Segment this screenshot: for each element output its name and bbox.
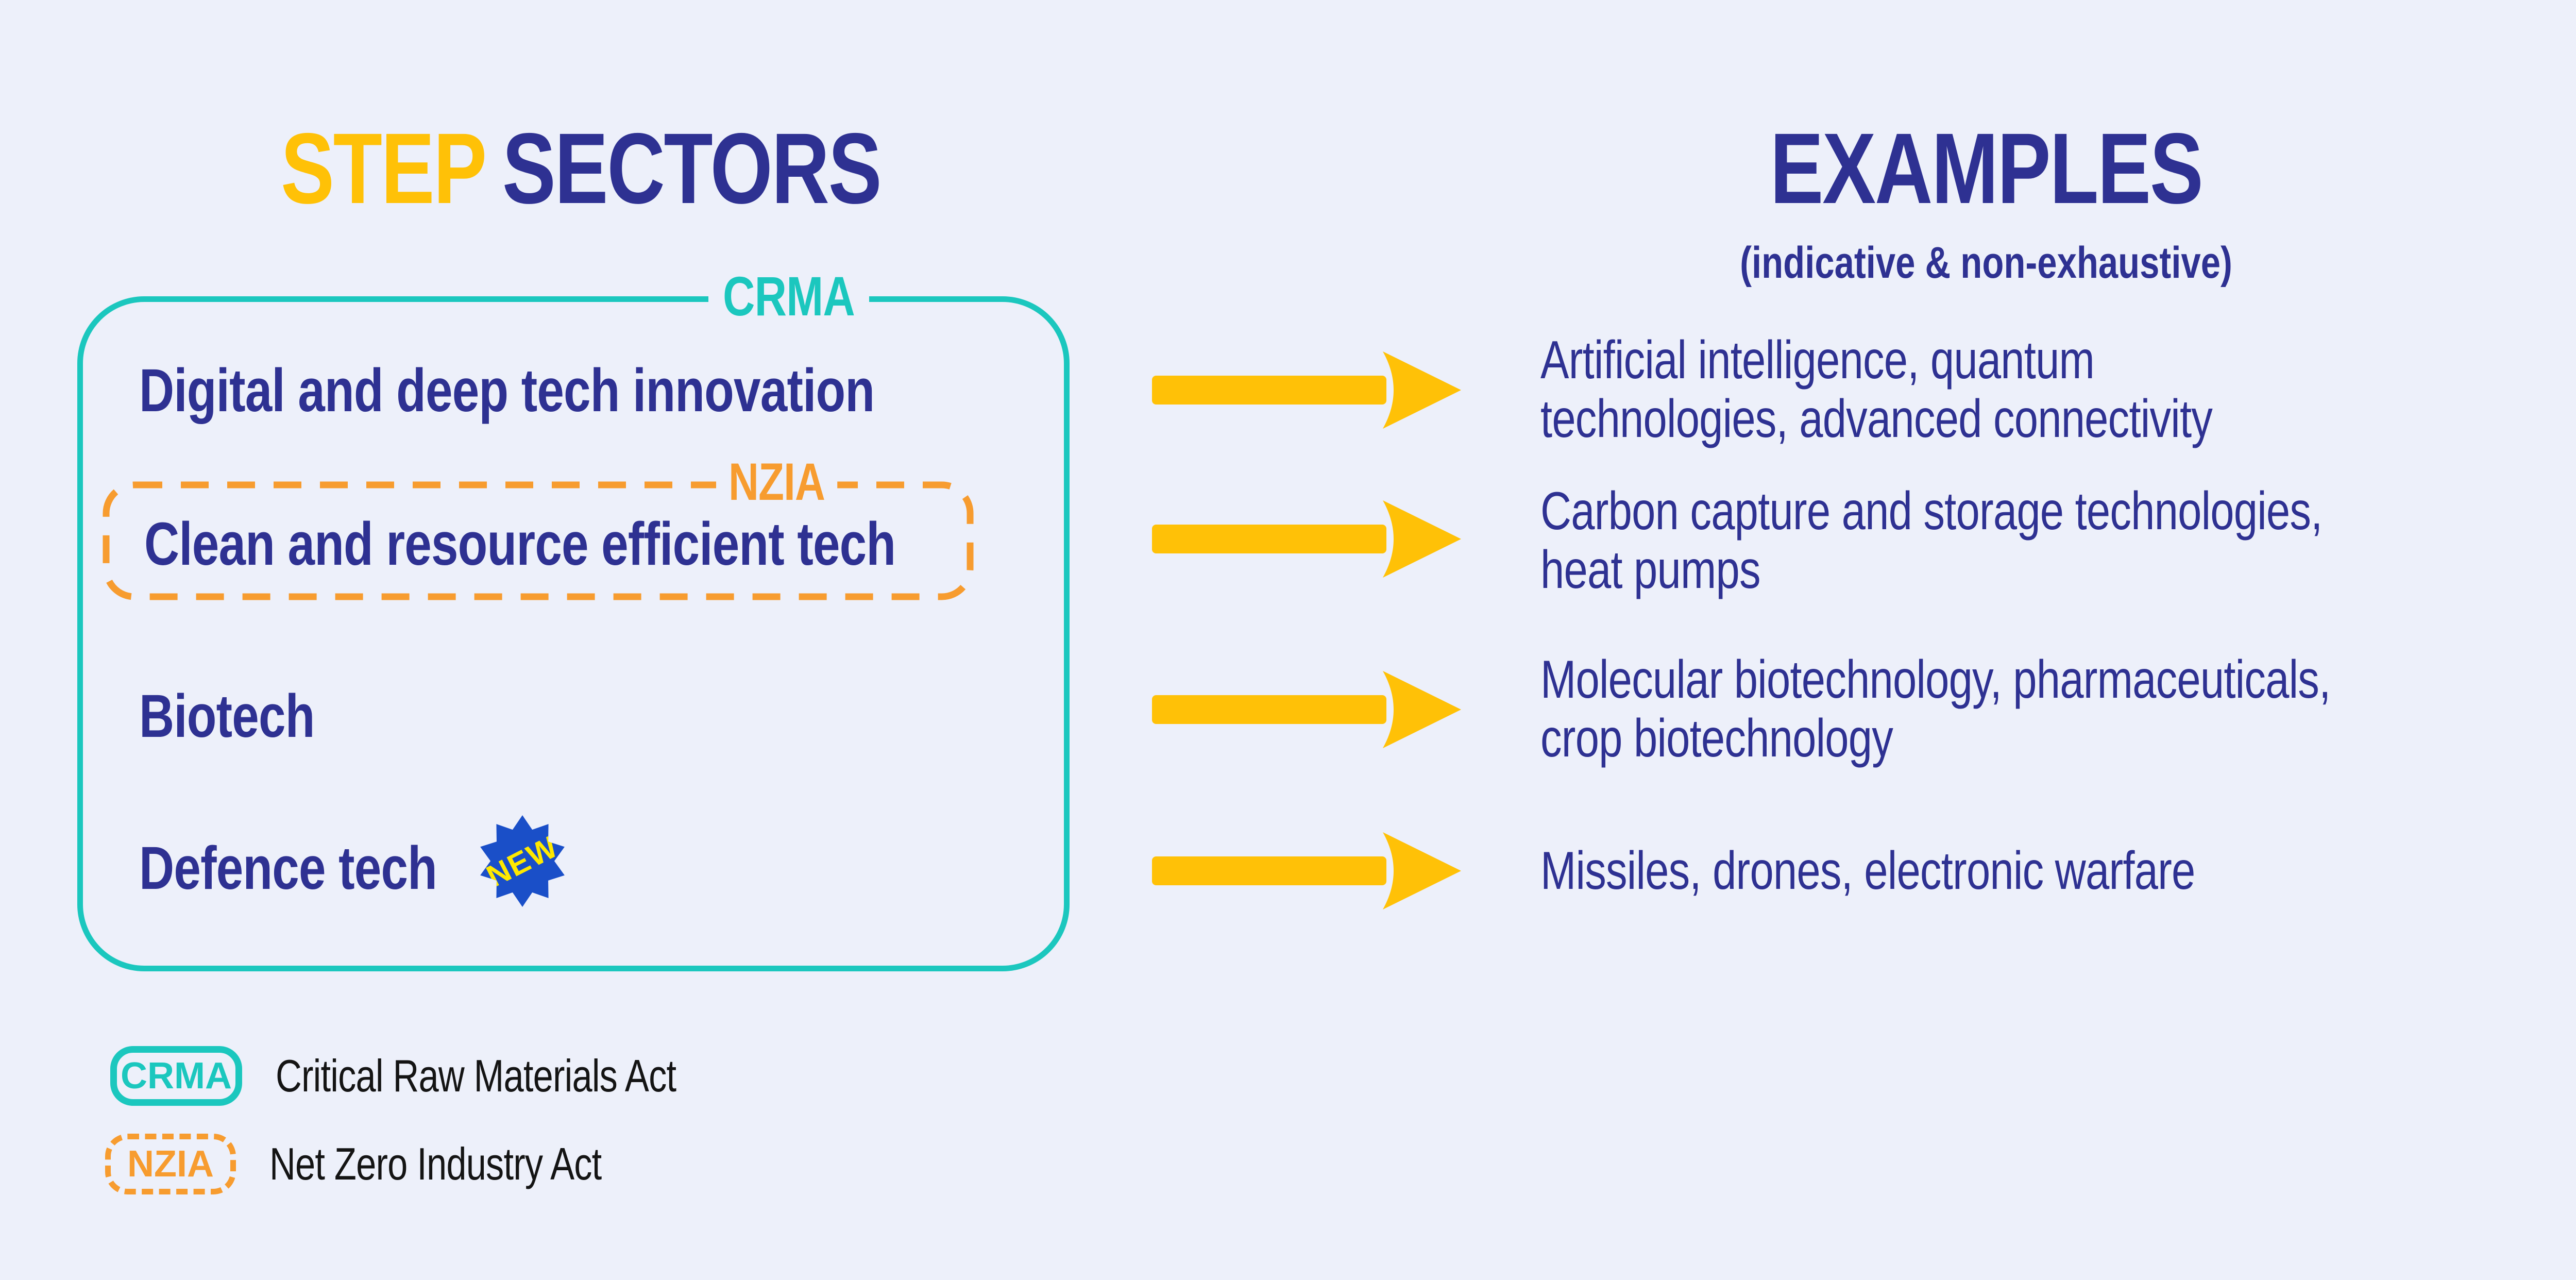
crma-sector-box — [77, 296, 1070, 971]
crma-legend-badge: CRMA — [110, 1046, 242, 1106]
arrow-icon — [1152, 671, 1461, 748]
arrow-icon — [1152, 832, 1461, 910]
title-sectors: SECTORS — [502, 112, 882, 225]
sector-biotech: Biotech — [139, 682, 315, 750]
title-examples: EXAMPLES — [1770, 112, 2204, 225]
nzia-dashed-box — [103, 481, 974, 600]
legend-item-nzia: NZIA Net Zero Industry Act — [105, 1134, 685, 1194]
sector-defence-tech: Defence tech — [139, 834, 437, 902]
nzia-box-tag: NZIA — [716, 448, 838, 515]
example-line: heat pumps — [1540, 540, 1761, 600]
crma-box-tag: CRMA — [708, 258, 869, 335]
example-clean: Carbon capture and storage technologies,… — [1540, 482, 2365, 599]
sector-digital-deep-tech: Digital and deep tech innovation — [139, 357, 875, 425]
arrow-icon — [1152, 500, 1461, 578]
nzia-legend-label: Net Zero Industry Act — [269, 1138, 602, 1189]
example-line: crop biotechnology — [1540, 709, 1893, 768]
example-biotech: Molecular biotechnology, pharmaceuticals… — [1540, 650, 2365, 768]
example-line: technologies, advanced connectivity — [1540, 389, 2213, 449]
legend-item-crma: CRMA Critical Raw Materials Act — [110, 1046, 776, 1106]
example-defence: Missiles, drones, electronic warfare — [1540, 841, 2365, 900]
crma-legend-label: Critical Raw Materials Act — [276, 1050, 676, 1101]
example-line: Molecular biotechnology, pharmaceuticals… — [1540, 650, 2331, 710]
examples-title-block: EXAMPLES (indicative & non-exhaustive) — [1728, 111, 2244, 289]
examples-subtitle: (indicative & non-exhaustive) — [1740, 238, 2232, 288]
example-line: Missiles, drones, electronic warfare — [1540, 841, 2195, 901]
title-step: STEP — [281, 112, 487, 225]
example-line: Carbon capture and storage technologies, — [1540, 481, 2323, 541]
sector-clean-tech: Clean and resource efficient tech — [144, 510, 896, 578]
nzia-legend-badge: NZIA — [105, 1134, 236, 1194]
example-line: Artificial intelligence, quantum — [1540, 330, 2095, 390]
example-digital: Artificial intelligence, quantum technol… — [1540, 331, 2365, 448]
arrow-icon — [1152, 351, 1461, 429]
